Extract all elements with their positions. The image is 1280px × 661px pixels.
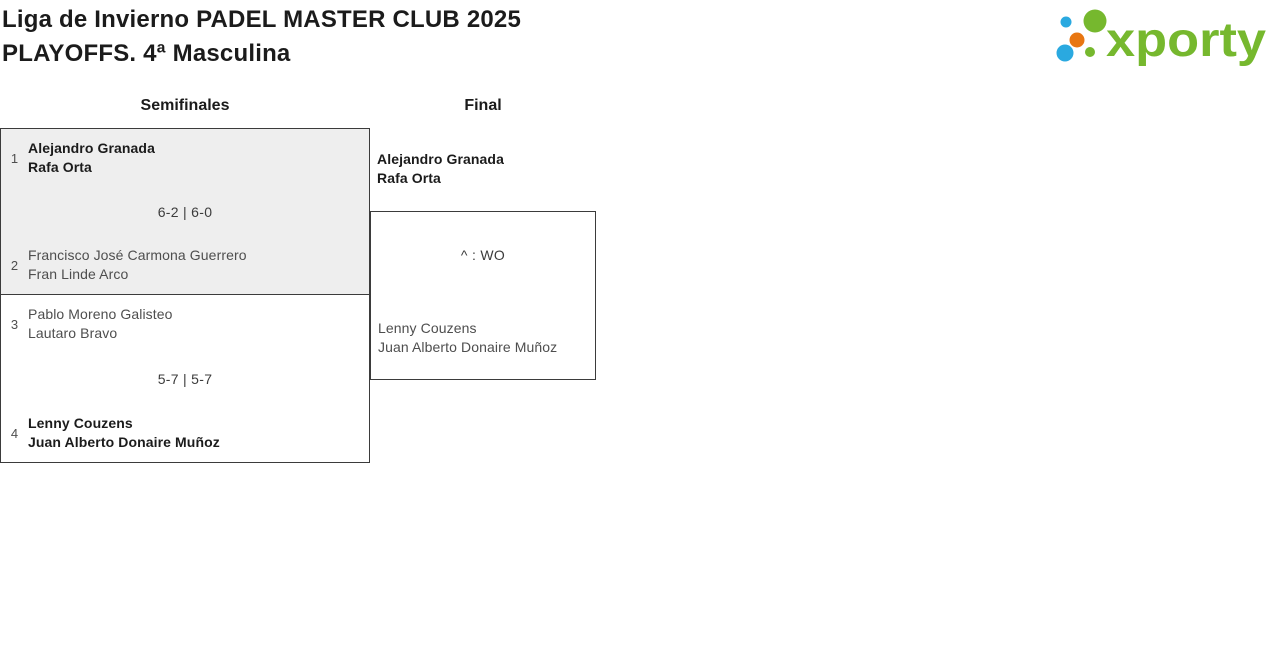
player-name: Juan Alberto Donaire Muñoz	[28, 434, 220, 450]
team-names: Francisco José Carmona Guerrero Fran Lin…	[28, 246, 247, 284]
player-name: Fran Linde Arco	[28, 266, 129, 282]
player-name: Alejandro Granada	[28, 140, 155, 156]
xporty-logo[interactable]: xporty	[1046, 1, 1272, 69]
page-title-line-1: Liga de Invierno PADEL MASTER CLUB 2025	[2, 6, 522, 33]
logo-dot-big-green	[1083, 9, 1107, 33]
team-slot-seed-2: 2 Francisco José Carmona Guerrero Fran L…	[1, 246, 369, 284]
player-name: Rafa Orta	[28, 159, 92, 175]
round-header-semifinales: Semifinales	[140, 97, 230, 114]
logo-dot-small-green	[1085, 47, 1095, 57]
logo-wordmark: xporty	[1106, 14, 1266, 67]
final-team-bottom: Lenny Couzens Juan Alberto Donaire Muñoz	[378, 319, 557, 357]
match-semifinal-2[interactable]: 3 Pablo Moreno Galisteo Lautaro Bravo 5-…	[0, 294, 370, 463]
team-slot-seed-3: 3 Pablo Moreno Galisteo Lautaro Bravo	[1, 305, 369, 343]
seed-number: 1	[10, 150, 19, 166]
team-slot-seed-4: 4 Lenny Couzens Juan Alberto Donaire Muñ…	[1, 414, 369, 452]
player-name: Francisco José Carmona Guerrero	[28, 247, 247, 263]
match-score: 5-7 | 5-7	[157, 370, 213, 387]
final-team-top: Alejandro Granada Rafa Orta	[377, 150, 504, 188]
player-name: Juan Alberto Donaire Muñoz	[378, 339, 558, 355]
round-header-final: Final	[464, 97, 502, 114]
player-name: Rafa Orta	[377, 170, 441, 186]
team-names: Pablo Moreno Galisteo Lautaro Bravo	[28, 305, 173, 343]
logo-dot-big-blue	[1056, 44, 1074, 62]
player-name: Pablo Moreno Galisteo	[28, 306, 173, 322]
match-final[interactable]: ^ : WO Lenny Couzens Juan Alberto Donair…	[370, 211, 596, 380]
player-name: Alejandro Granada	[377, 151, 504, 167]
team-names: Alejandro Granada Rafa Orta	[28, 139, 155, 177]
page-title-line-2: PLAYOFFS. 4ª Masculina	[2, 40, 291, 67]
seed-number: 3	[10, 316, 19, 332]
player-name: Lenny Couzens	[378, 320, 477, 336]
seed-number: 4	[10, 425, 19, 441]
logo-dot-small-blue	[1060, 16, 1072, 28]
match-semifinal-1[interactable]: 1 Alejandro Granada Rafa Orta 6-2 | 6-0 …	[0, 128, 370, 295]
player-name: Lautaro Bravo	[28, 325, 118, 341]
logo-dot-orange	[1069, 32, 1085, 48]
final-score-walkover: ^ : WO	[460, 247, 506, 263]
seed-number: 2	[10, 257, 19, 273]
team-names: Lenny Couzens Juan Alberto Donaire Muñoz	[28, 414, 220, 452]
page-title: Liga de Invierno PADEL MASTER CLUB 2025 …	[2, 3, 521, 71]
player-name: Lenny Couzens	[28, 415, 133, 431]
team-slot-seed-1: 1 Alejandro Granada Rafa Orta	[1, 139, 369, 177]
match-score: 6-2 | 6-0	[157, 203, 213, 220]
